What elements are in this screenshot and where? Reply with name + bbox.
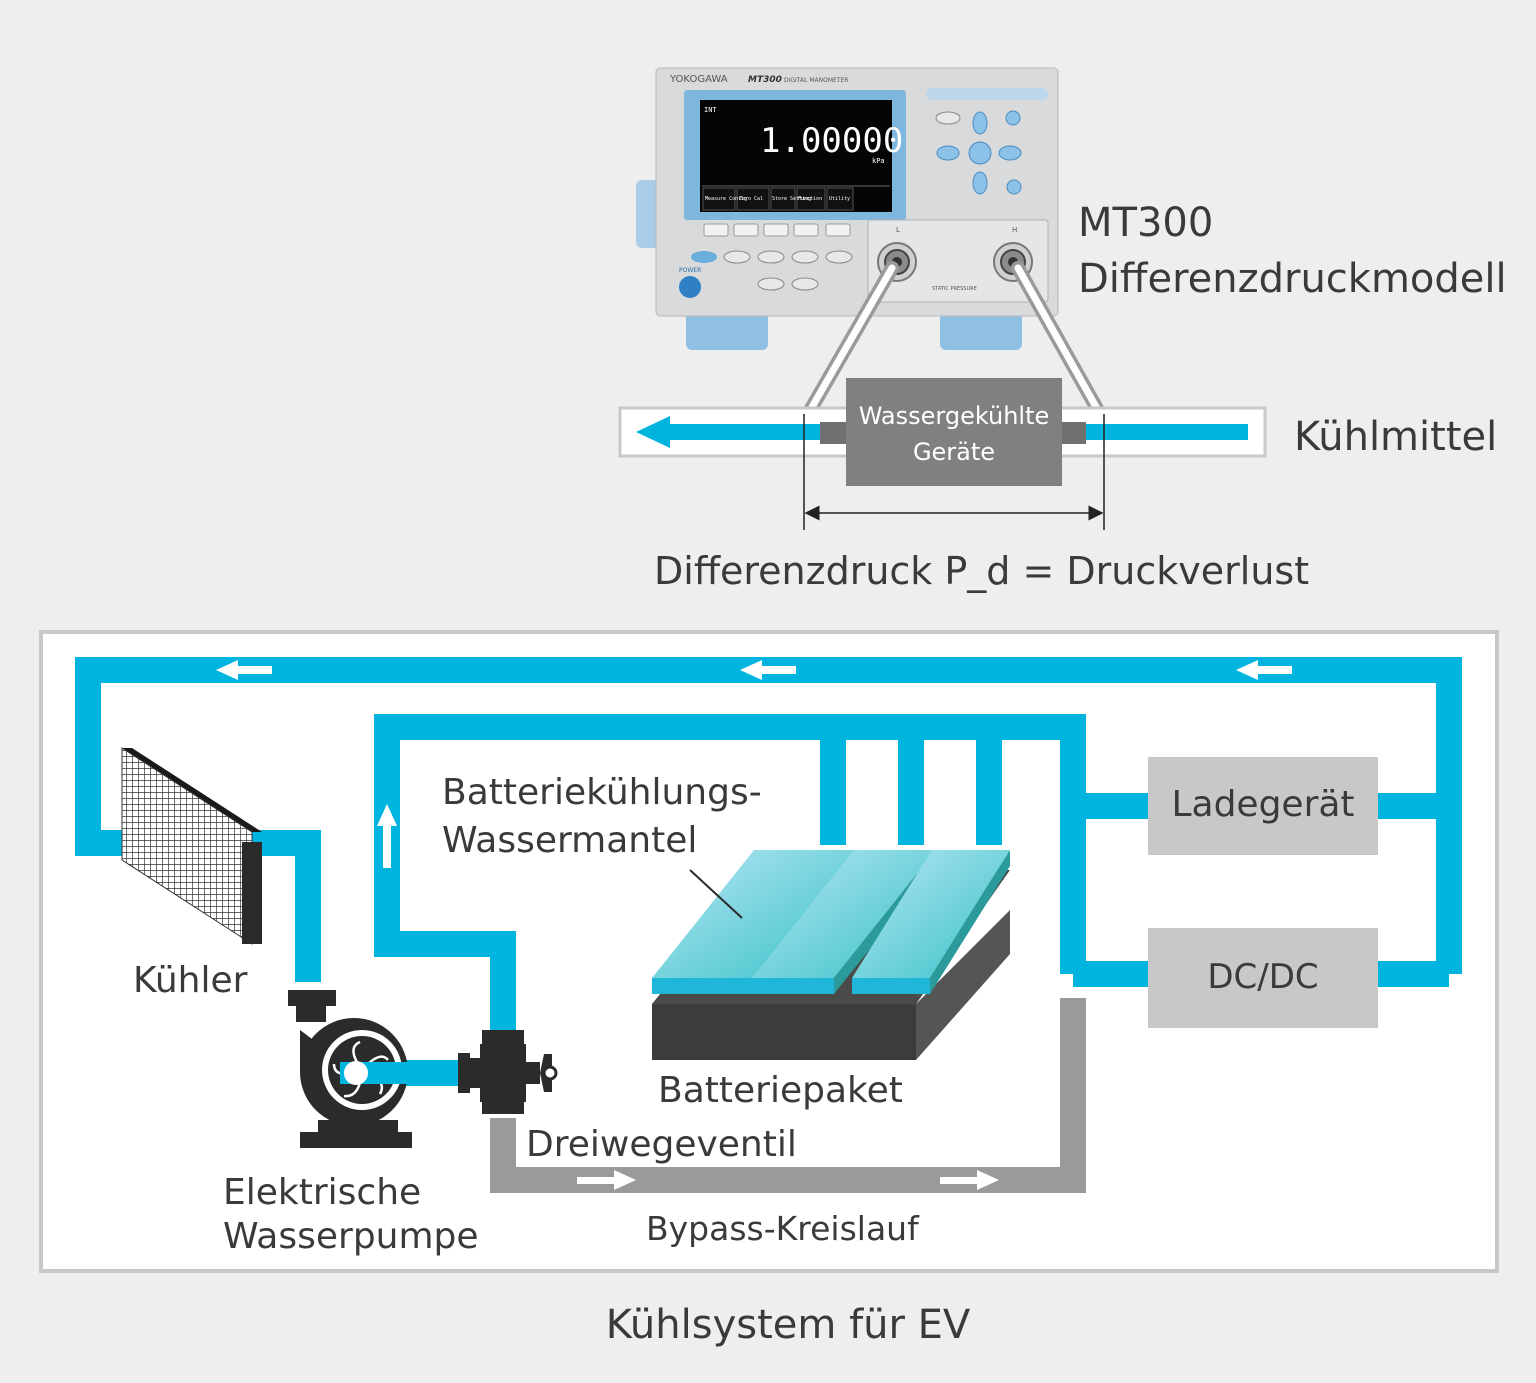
softkey-0: Measure Config [705, 196, 747, 202]
port-high-label: H [1012, 226, 1017, 234]
mt300-device: YOKOGAWA MT300 DIGITAL MANOMETER INT 1.0… [636, 67, 1059, 350]
pump-label-2: Wasserpumpe [223, 1216, 479, 1257]
lcd-value: 1.00000 [760, 121, 903, 161]
valve-handle-icon [542, 1065, 558, 1081]
formula-label: Differenzdruck P_d = Druckverlust [654, 549, 1309, 593]
device-box-label-2: Geräte [913, 438, 995, 466]
flow-arrow-bypass-1 [577, 1170, 636, 1190]
pressure-hoses [801, 261, 1107, 421]
softkey-4: Utility [829, 196, 850, 202]
keypad [935, 110, 1022, 195]
port-panel [867, 219, 1049, 303]
device-foot-left [686, 312, 768, 350]
water-jackets [652, 850, 1010, 994]
water-pump [288, 990, 470, 1148]
charger-box [1148, 757, 1378, 855]
water-cooled-device-box [846, 378, 1062, 486]
power-button [679, 276, 701, 298]
flow-arrow-top-left [216, 660, 272, 680]
dcdc-label: DC/DC [1207, 957, 1318, 997]
bypass-pipe [490, 998, 1086, 1193]
differential-bracket [803, 414, 1105, 530]
flow-arrows [216, 660, 1292, 1190]
port-low-label: L [896, 226, 900, 234]
brand-text: YOKOGAWA [669, 74, 728, 85]
radiator-label: Kühler [133, 960, 248, 1001]
function-keys [703, 223, 851, 237]
static-pressure-label: STATIC PRESSURE [932, 286, 977, 292]
radiator [121, 747, 262, 945]
power-label: POWER [679, 267, 701, 274]
bypass-label: Bypass-Kreislauf [646, 1209, 920, 1248]
panel-buttons [691, 250, 853, 291]
softkey-3: Function [798, 196, 822, 202]
softkey-1: Zero Cal [739, 196, 763, 202]
model-text: MT300 [748, 75, 782, 85]
jacket-label-2: Wassermantel [442, 820, 697, 861]
flow-arrow-top-right [1236, 660, 1292, 680]
lcd-mode: INT [704, 106, 717, 114]
jacket-leader-line [689, 869, 743, 919]
battery-label: Batteriepaket [658, 1070, 903, 1111]
device-foot-right [940, 312, 1022, 350]
coolant-label: Kühlmittel [1294, 414, 1497, 460]
lcd-unit: kPa [872, 157, 885, 165]
lcd-softkeys: Measure Config Zero Cal Store Setting Fu… [702, 187, 854, 211]
caption: Kühlsystem für EV [606, 1302, 971, 1348]
dcdc-box [1148, 928, 1378, 1028]
flow-arrow-top-mid [740, 660, 796, 680]
model-label-line1: MT300 [1078, 200, 1213, 246]
flow-arrow-up [377, 804, 397, 868]
three-way-valve [458, 1030, 558, 1114]
charger-label: Ladegerät [1171, 784, 1354, 825]
subtitle-text: DIGITAL MANOMETER [784, 77, 848, 84]
coolant-flow-arrow [636, 416, 670, 448]
keypad-strip [926, 88, 1048, 100]
softkey-2: Store Setting [772, 196, 811, 202]
pump-label-1: Elektrische [223, 1172, 421, 1213]
flow-arrow-bypass-2 [940, 1170, 999, 1190]
model-label-line2: Differenzdruckmodell [1078, 256, 1507, 302]
device-box-label-1: Wassergekühlte [859, 402, 1050, 430]
jacket-label-1: Batteriekühlungs- [442, 772, 762, 813]
valve-label: Dreiwegeventil [526, 1124, 797, 1165]
